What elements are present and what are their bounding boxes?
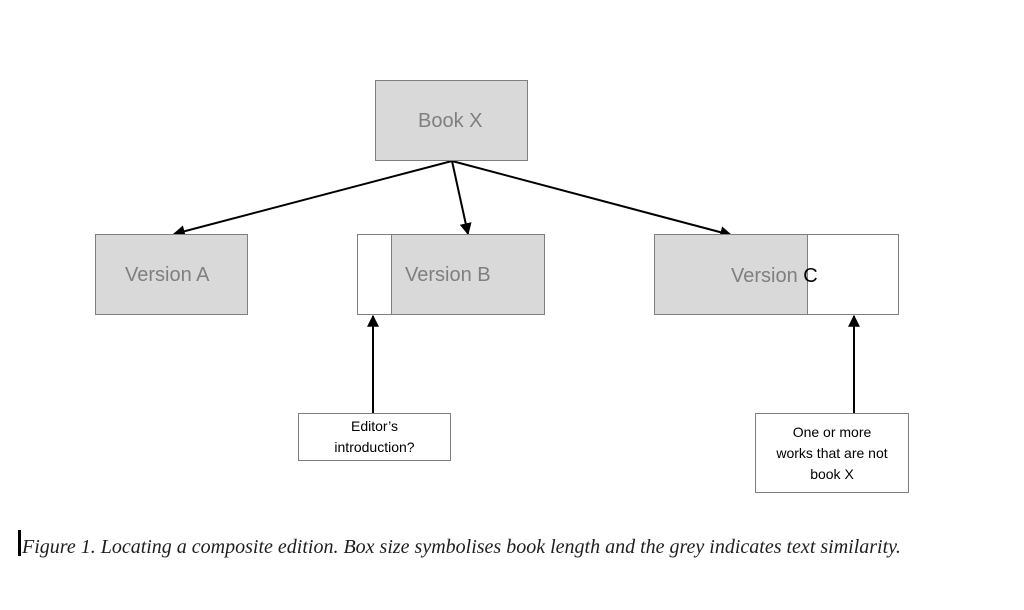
figure-caption: Figure 1. Locating a composite edition. … [22, 536, 901, 558]
editor-intro-note: Editor’s introduction? [298, 413, 451, 461]
book-x-label: Book X [418, 110, 483, 132]
version-c-label-prefix: Version [731, 265, 804, 287]
text-cursor [18, 530, 21, 556]
version-c-extra-segment [805, 234, 899, 315]
other-works-line-3: book X [810, 465, 854, 482]
book-x-box [375, 80, 528, 161]
version-b-label: Version B [405, 264, 491, 286]
arrow-book-x-to-version-b [451, 160, 472, 236]
version-b-extra-segment [357, 234, 393, 315]
editor-intro-line-2: introduction? [334, 439, 415, 455]
version-c-label-suffix: C [803, 265, 818, 287]
version-a-label: Version A [125, 264, 210, 286]
version-a-box [95, 234, 248, 315]
other-works-note: One or more works that are not book X [755, 413, 909, 493]
arrow-book-x-to-version-c [451, 160, 733, 239]
version-c-label: Version C [731, 265, 818, 288]
other-works-line-1: One or more [792, 423, 872, 440]
arrow-book-x-to-version-a [172, 160, 453, 238]
version-b-box [391, 234, 545, 315]
editor-intro-line-1: Editor’s [351, 418, 398, 434]
version-c-box [654, 234, 808, 315]
other-works-line-2: works that are not [776, 444, 888, 461]
